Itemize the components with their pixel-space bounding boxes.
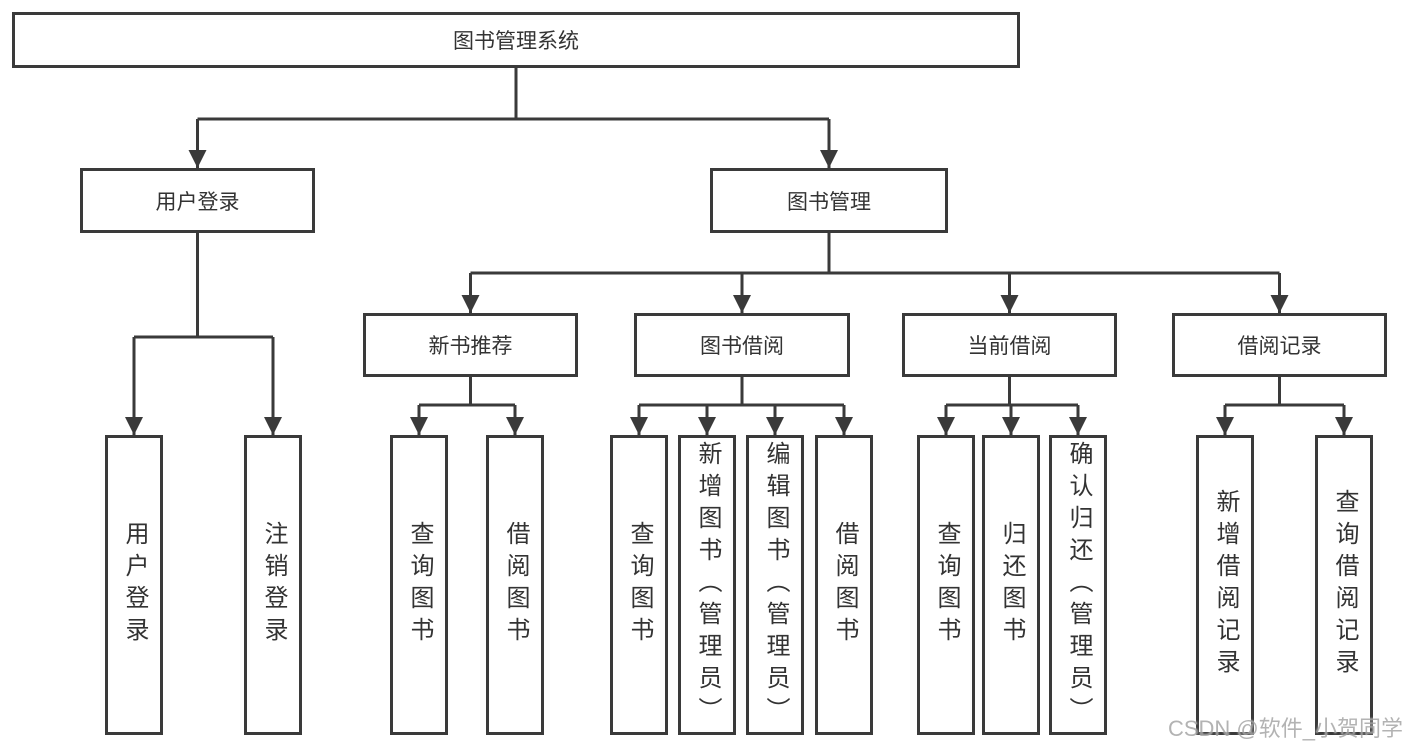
node-current-borrow: 当前借阅 xyxy=(902,313,1117,377)
leaf-borrow-books-2: 借阅图书 xyxy=(815,435,873,735)
leaf-query-borrow-record: 查询借阅记录 xyxy=(1315,435,1373,735)
leaf-return-book: 归还图书 xyxy=(982,435,1040,735)
leaf-confirm-return-admin: 确认归还（管理员） xyxy=(1049,435,1107,735)
leaf-label: 归还图书 xyxy=(998,521,1025,649)
node-user-login: 用户登录 xyxy=(80,168,315,233)
leaf-label: 新增图书（管理员） xyxy=(694,441,721,729)
leaf-label: 借阅图书 xyxy=(502,521,529,649)
leaf-label: 新增借阅记录 xyxy=(1212,489,1239,681)
leaf-label: 确认归还（管理员） xyxy=(1065,441,1092,729)
leaf-edit-book-admin: 编辑图书（管理员） xyxy=(746,435,804,735)
node-root-system: 图书管理系统 xyxy=(12,12,1020,68)
leaf-add-borrow-record: 新增借阅记录 xyxy=(1196,435,1254,735)
leaf-query-books-1: 查询图书 xyxy=(390,435,448,735)
node-book-management: 图书管理 xyxy=(710,168,948,233)
leaf-label: 查询图书 xyxy=(933,521,960,649)
leaf-label: 查询借阅记录 xyxy=(1331,489,1358,681)
leaf-query-books-2: 查询图书 xyxy=(610,435,668,735)
leaf-label: 注销登录 xyxy=(260,521,287,649)
leaf-label: 借阅图书 xyxy=(831,521,858,649)
leaf-borrow-books-1: 借阅图书 xyxy=(486,435,544,735)
leaf-label: 编辑图书（管理员） xyxy=(762,441,789,729)
node-borrow-records: 借阅记录 xyxy=(1172,313,1387,377)
csdn-watermark: CSDN @软件_小贺同学 xyxy=(1167,716,1403,741)
leaf-add-book-admin: 新增图书（管理员） xyxy=(678,435,736,735)
leaf-label: 用户登录 xyxy=(121,521,148,649)
leaf-label: 查询图书 xyxy=(626,521,653,649)
leaf-logout: 注销登录 xyxy=(244,435,302,735)
node-new-book-recommend: 新书推荐 xyxy=(363,313,578,377)
leaf-user-login: 用户登录 xyxy=(105,435,163,735)
leaf-label: 查询图书 xyxy=(406,521,433,649)
leaf-query-books-3: 查询图书 xyxy=(917,435,975,735)
node-book-borrow: 图书借阅 xyxy=(634,313,850,377)
